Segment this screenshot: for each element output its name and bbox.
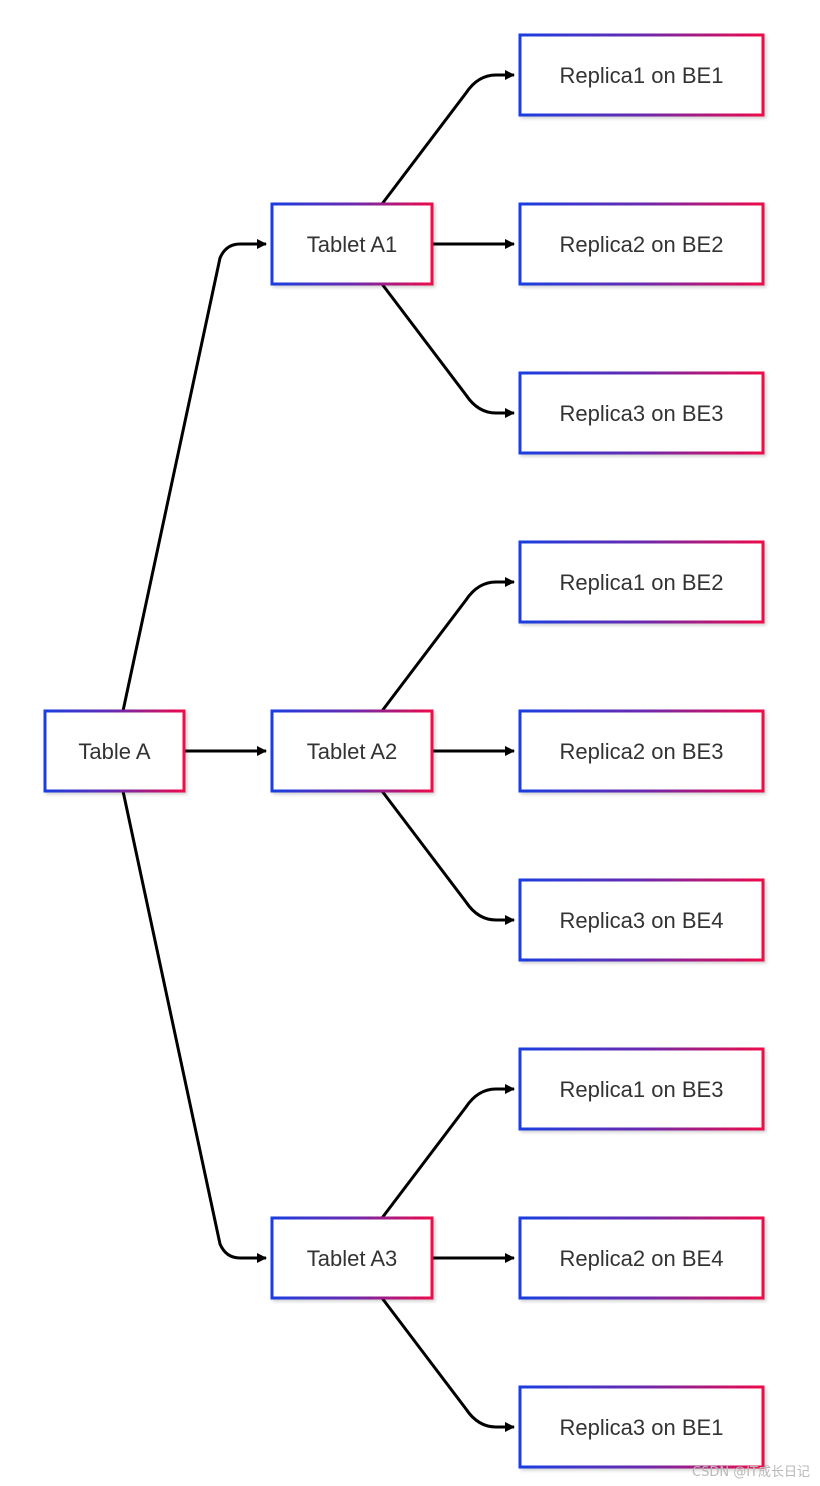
node-tablet-a3: Tablet A3 [270,1216,434,1300]
node-replica-a1-r1-label: Replica1 on BE1 [560,63,724,88]
edge-tablet-a3-to-a3-r1 [380,1084,515,1219]
node-replica-a2-r3-box [518,878,765,962]
node-tablet-a3-box [270,1216,434,1300]
node-tablet-a1-box [270,202,434,286]
node-replica-a3-r1: Replica1 on BE3 [518,1047,765,1131]
node-table-a-label: Table A [78,739,150,764]
node-replica-a3-r1-label: Replica1 on BE3 [560,1077,724,1102]
node-replica-a2-r2-label: Replica2 on BE3 [560,739,724,764]
edge-root-to-tablet-a3 [121,790,267,1263]
node-tablet-a3-label: Tablet A3 [307,1246,398,1271]
node-replica-a1-r2-box [518,202,765,286]
node-replica-a2-r1-label: Replica1 on BE2 [560,570,724,595]
watermark: CSDN @IT成长日记 [692,1465,810,1480]
node-replica-a2-r3: Replica3 on BE4 [518,878,765,962]
edge-root-to-tablet-a1 [121,239,267,712]
node-replica-a3-r3-label: Replica3 on BE1 [560,1415,724,1440]
edge-tablet-a3-to-a3-r3 [380,1297,515,1432]
node-replica-a1-r3-label: Replica3 on BE3 [560,401,724,426]
node-replica-a2-r3-label: Replica3 on BE4 [560,908,724,933]
node-replica-a3-r2-label: Replica2 on BE4 [560,1246,724,1271]
node-replica-a1-r2: Replica2 on BE2 [518,202,765,286]
node-tablet-a1: Tablet A1 [270,202,434,286]
edge-tablet-a2-to-a2-r3 [380,790,515,925]
node-table-a-box [43,709,186,793]
node-replica-a2-r1-box [518,540,765,624]
node-replica-a3-r2: Replica2 on BE4 [518,1216,765,1300]
edge-tablet-a1-to-a1-r3 [380,283,515,418]
edges-layer [121,70,515,1432]
node-replica-a3-r2-box [518,1216,765,1300]
node-replica-a2-r2: Replica2 on BE3 [518,709,765,793]
node-tablet-a2-label: Tablet A2 [307,739,398,764]
node-replica-a3-r1-box [518,1047,765,1131]
edge-tablet-a2-to-a2-r1 [380,577,515,712]
nodes-layer: Table A Tablet A1 Replica1 on BE1Replica2 … [43,33,765,1469]
node-replica-a3-r3: Replica3 on BE1 [518,1385,765,1469]
node-table-a: Table A [43,709,186,793]
node-replica-a3-r3-box [518,1385,765,1469]
node-tablet-a2: Tablet A2 [270,709,434,793]
node-replica-a1-r2-label: Replica2 on BE2 [560,232,724,257]
node-replica-a1-r3-box [518,371,765,455]
node-tablet-a1-label: Tablet A1 [307,232,398,257]
node-replica-a1-r1-box [518,33,765,117]
node-replica-a1-r3: Replica3 on BE3 [518,371,765,455]
node-replica-a2-r2-box [518,709,765,793]
edge-tablet-a1-to-a1-r1 [380,70,515,205]
node-replica-a1-r1: Replica1 on BE1 [518,33,765,117]
node-replica-a2-r1: Replica1 on BE2 [518,540,765,624]
node-tablet-a2-box [270,709,434,793]
